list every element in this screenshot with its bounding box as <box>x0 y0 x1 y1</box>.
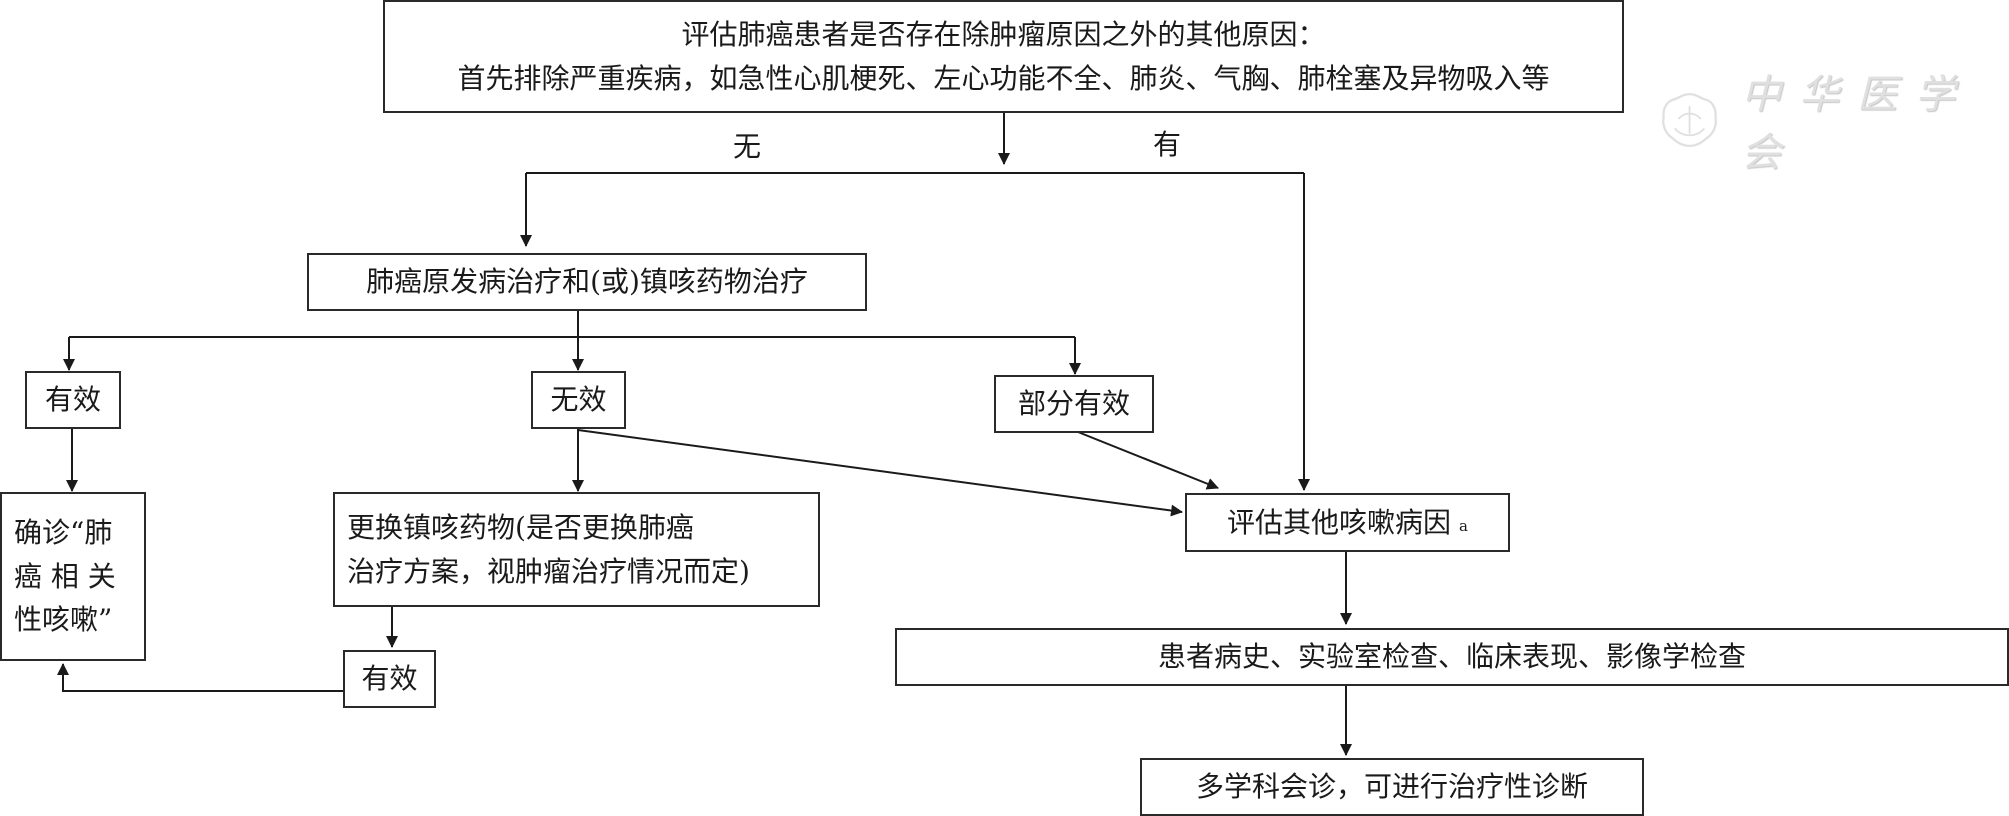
title-box: 评估肺癌患者是否存在除肿瘤原因之外的其他原因： 首先排除严重疾病，如急性心肌梗死… <box>383 0 1624 113</box>
change-drug-line-1: 更换镇咳药物(是否更换肺癌 <box>347 511 694 545</box>
effective-box: 有效 <box>25 371 121 429</box>
primary-treatment-text: 肺癌原发病治疗和(或)镇咳药物治疗 <box>366 265 808 299</box>
watermark-text: 中华医学会 <box>1741 72 1974 176</box>
exams-text: 患者病史、实验室检查、临床表现、影像学检查 <box>1157 640 1746 674</box>
effective-2-box: 有效 <box>343 650 436 708</box>
edge-partial-to-evaluate <box>1077 431 1219 490</box>
effective-2-text: 有效 <box>361 662 418 696</box>
evaluate-other-box: 评估其他咳嗽病因 a <box>1185 493 1510 552</box>
confirm-box: 确诊“肺 癌 相 关 性咳嗽” <box>0 492 146 661</box>
exams-box: 患者病史、实验室检查、临床表现、影像学检查 <box>895 628 2009 686</box>
title-line-2: 首先排除严重疾病，如急性心肌梗死、左心功能不全、肺炎、气胸、肺栓塞及异物吸入等 <box>457 61 1550 95</box>
mdt-box: 多学科会诊，可进行治疗性诊断 <box>1140 758 1644 816</box>
footnote-marker: a <box>1459 516 1468 535</box>
change-drug-line-2: 治疗方案，视肿瘤治疗情况而定) <box>347 554 750 588</box>
confirm-line-2: 癌 相 关 <box>14 559 116 593</box>
ineffective-text: 无效 <box>550 383 607 417</box>
branch-label-no: 无 <box>733 130 762 163</box>
watermark: 中华医学会 <box>1660 62 2009 178</box>
primary-treatment-box: 肺癌原发病治疗和(或)镇咳药物治疗 <box>307 253 867 311</box>
mdt-text: 多学科会诊，可进行治疗性诊断 <box>1195 770 1588 804</box>
partial-box: 部分有效 <box>994 375 1154 433</box>
evaluate-other-text: 评估其他咳嗽病因 <box>1227 505 1452 539</box>
title-line-1: 评估肺癌患者是否存在除肿瘤原因之外的其他原因： <box>681 18 1326 52</box>
edge-effective2-to-confirm <box>57 663 343 692</box>
effective-text: 有效 <box>44 383 101 417</box>
society-seal-icon <box>1662 92 1718 148</box>
confirm-line-3: 性咳嗽” <box>14 603 113 637</box>
ineffective-box: 无效 <box>531 371 626 429</box>
confirm-line-1: 确诊“肺 <box>14 516 113 550</box>
branch-label-yes: 有 <box>1153 128 1182 161</box>
partial-text: 部分有效 <box>1017 387 1130 421</box>
change-drug-box: 更换镇咳药物(是否更换肺癌 治疗方案，视肿瘤治疗情况而定) <box>333 492 820 607</box>
edge-ineffective-to-evaluate <box>577 429 1183 517</box>
